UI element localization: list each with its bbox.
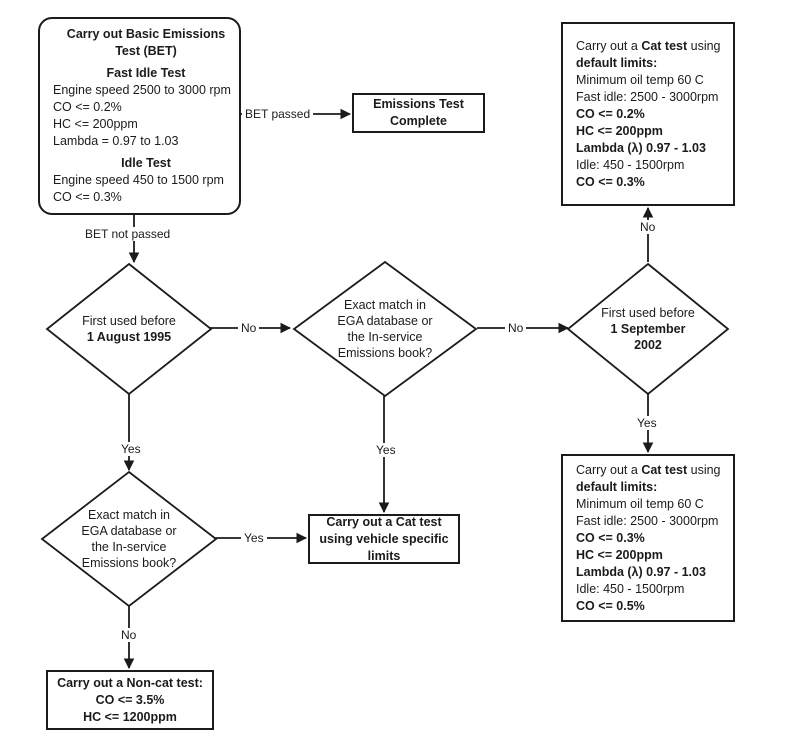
cat02-line-8: CO <= 0.3% bbox=[576, 174, 645, 189]
node-cat-test-default-limits-co-03: Carry out a Cat test using default limit… bbox=[561, 454, 735, 622]
catspec-line-2: limits bbox=[367, 548, 401, 563]
cat02-line-7: Idle: 450 - 1500rpm bbox=[576, 157, 685, 172]
bet-line-6: HC <= 200ppm bbox=[53, 117, 138, 131]
bet-line-3: Fast Idle Test bbox=[106, 66, 186, 80]
edge-label-2002-yes: Yes bbox=[634, 416, 660, 430]
bet-line-5: CO <= 0.2% bbox=[53, 100, 122, 114]
cat02-line-6: Lambda (λ) 0.97 - 1.03 bbox=[576, 140, 706, 155]
node-decision-first-used-before-1-september-2002: First used before 1 September 2002 bbox=[566, 262, 730, 396]
cat02-line-5: HC <= 200ppm bbox=[576, 123, 663, 138]
catspec-line-0: Carry out a Cat test bbox=[326, 514, 442, 529]
diamond-mid-label: Exact match in EGA database or the In-se… bbox=[337, 297, 432, 361]
diamond-shape bbox=[45, 262, 213, 396]
complete-line-1: Complete bbox=[390, 114, 447, 128]
node-decision-first-used-before-1-august-1995: First used before 1 August 1995 bbox=[45, 262, 213, 396]
bet-line-9: Idle Test bbox=[121, 156, 171, 170]
dleft-line-3: Emissions book? bbox=[81, 556, 177, 570]
node-cat-test-vehicle-specific-limits: Carry out a Cat test using vehicle speci… bbox=[308, 514, 460, 564]
cat03-line-1: default limits: bbox=[576, 479, 658, 494]
cat02-line-1: default limits: bbox=[576, 55, 658, 70]
cat02-line-3: Fast idle: 2500 - 3000rpm bbox=[576, 89, 719, 104]
edge-label-1995-no: No bbox=[238, 321, 260, 335]
diamond-shape bbox=[292, 260, 478, 398]
cat03-line-5: HC <= 200ppm bbox=[576, 547, 663, 562]
bet-line-10: Engine speed 450 to 1500 rpm bbox=[53, 173, 224, 187]
cat02-line-2: Minimum oil temp 60 C bbox=[576, 72, 704, 87]
cat03-line-0: Carry out a Cat test using bbox=[576, 462, 721, 477]
bet-line-7: Lambda = 0.97 to 1.03 bbox=[53, 134, 179, 148]
d1995-line-0: First used before bbox=[82, 314, 176, 328]
edge-label-2002-no: No bbox=[637, 220, 659, 234]
noncat-line-2: HC <= 1200ppm bbox=[83, 709, 177, 724]
d2002-line-1: 1 September bbox=[610, 322, 686, 336]
bet-line-11: CO <= 0.3% bbox=[53, 190, 122, 204]
edge-label-mid-no: No bbox=[505, 321, 527, 335]
d2002-line-2: 2002 bbox=[634, 338, 662, 352]
cat03-line-8: CO <= 0.5% bbox=[576, 598, 645, 613]
node-non-cat-test: Carry out a Non-cat test: CO <= 3.5% HC … bbox=[46, 670, 214, 730]
cat03-line-3: Fast idle: 2500 - 3000rpm bbox=[576, 513, 719, 528]
cat03-line-4: CO <= 0.3% bbox=[576, 530, 645, 545]
node-decision-exact-match-ega-left: Exact match in EGA database or the In-se… bbox=[40, 470, 218, 608]
dmid-line-0: Exact match in bbox=[344, 298, 426, 312]
cat02-line-0: Carry out a Cat test using bbox=[576, 38, 721, 53]
dmid-line-3: Emissions book? bbox=[337, 346, 433, 360]
noncat-line-1: CO <= 3.5% bbox=[95, 692, 165, 707]
dleft-line-2: the In-service bbox=[91, 540, 167, 554]
dmid-line-1: EGA database or bbox=[337, 314, 433, 328]
diamond-1995-label: First used before 1 August 1995 bbox=[82, 313, 176, 345]
edge-label-left-no: No bbox=[118, 628, 140, 642]
cat03-line-2: Minimum oil temp 60 C bbox=[576, 496, 704, 511]
cat03-line-7: Idle: 450 - 1500rpm bbox=[576, 581, 685, 596]
edge-label-1995-yes: Yes bbox=[118, 442, 144, 456]
edge-label-bet-passed: BET passed bbox=[242, 107, 314, 121]
node-cat-test-default-limits-co-02: Carry out a Cat test using default limit… bbox=[561, 22, 735, 206]
node-decision-exact-match-ega-middle: Exact match in EGA database or the In-se… bbox=[292, 260, 478, 398]
bet-line-4: Engine speed 2500 to 3000 rpm bbox=[53, 83, 231, 97]
bet-line-1: Test (BET) bbox=[115, 44, 177, 58]
diamond-2002-label: First used before 1 September 2002 bbox=[601, 305, 695, 353]
diamond-left-label: Exact match in EGA database or the In-se… bbox=[81, 507, 176, 571]
edge-label-left-yes: Yes bbox=[241, 531, 267, 545]
cat03-line-6: Lambda (λ) 0.97 - 1.03 bbox=[576, 564, 706, 579]
edge-label-mid-yes: Yes bbox=[373, 443, 399, 457]
d2002-line-0: First used before bbox=[601, 306, 695, 320]
noncat-line-0: Carry out a Non-cat test: bbox=[57, 675, 203, 690]
dmid-line-2: the In-service bbox=[347, 330, 423, 344]
edge-label-bet-not-passed: BET not passed bbox=[82, 227, 174, 241]
dleft-line-1: EGA database or bbox=[81, 524, 177, 538]
d1995-line-1: 1 August 1995 bbox=[86, 330, 172, 344]
node-emissions-test-complete: Emissions Test Complete bbox=[352, 93, 485, 133]
bet-line-0: Carry out Basic Emissions bbox=[66, 27, 226, 41]
catspec-line-1: using vehicle specific bbox=[319, 531, 449, 546]
complete-line-0: Emissions Test bbox=[373, 97, 464, 111]
diamond-shape bbox=[566, 262, 730, 396]
diamond-shape bbox=[40, 470, 218, 608]
node-basic-emissions-test: Carry out Basic Emissions Test (BET) Fas… bbox=[38, 17, 241, 215]
cat02-line-4: CO <= 0.2% bbox=[576, 106, 645, 121]
dleft-line-0: Exact match in bbox=[88, 508, 170, 522]
